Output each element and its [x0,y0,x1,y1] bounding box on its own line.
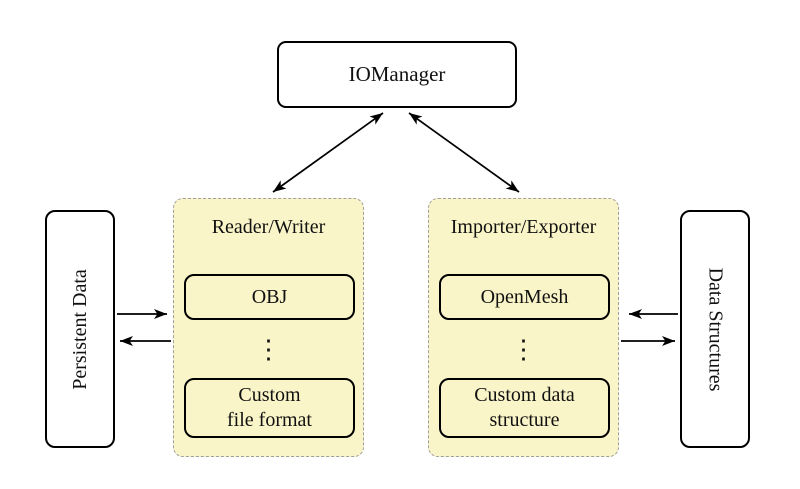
node-obj-label: OBJ [251,285,288,308]
iomanager-label: IOManager [348,62,446,86]
vertical-ellipsis-left: ⋮ [255,335,282,364]
node-custom-data-structure: Custom data structure [439,378,610,438]
group-importer-exporter-title: Importer/Exporter [450,216,597,238]
persistent-data-label: Persistent Data [68,268,91,390]
node-custom-data-structure-label: Custom data structure [474,384,575,431]
arrow-iomanager-reader-writer [272,112,384,193]
node-persistent-data: Persistent Data [45,210,115,448]
data-structures-label: Data Structures [704,267,727,391]
node-iomanager: IOManager [277,41,517,108]
node-openmesh-label: OpenMesh [480,285,569,308]
node-obj: OBJ [184,274,355,320]
group-importer-exporter: Importer/Exporter OpenMesh ⋮ Custom data… [428,198,619,457]
arrow-iomanager-importer-exporter [408,112,520,193]
node-custom-file-format: Custom file format [184,378,355,438]
group-reader-writer: Reader/Writer OBJ ⋮ Custom file format [173,198,364,457]
vertical-ellipsis-right: ⋮ [510,335,537,364]
node-data-structures: Data Structures [680,210,750,448]
node-custom-file-format-label: Custom file format [227,384,312,431]
group-reader-writer-title: Reader/Writer [211,216,326,238]
node-openmesh: OpenMesh [439,274,610,320]
